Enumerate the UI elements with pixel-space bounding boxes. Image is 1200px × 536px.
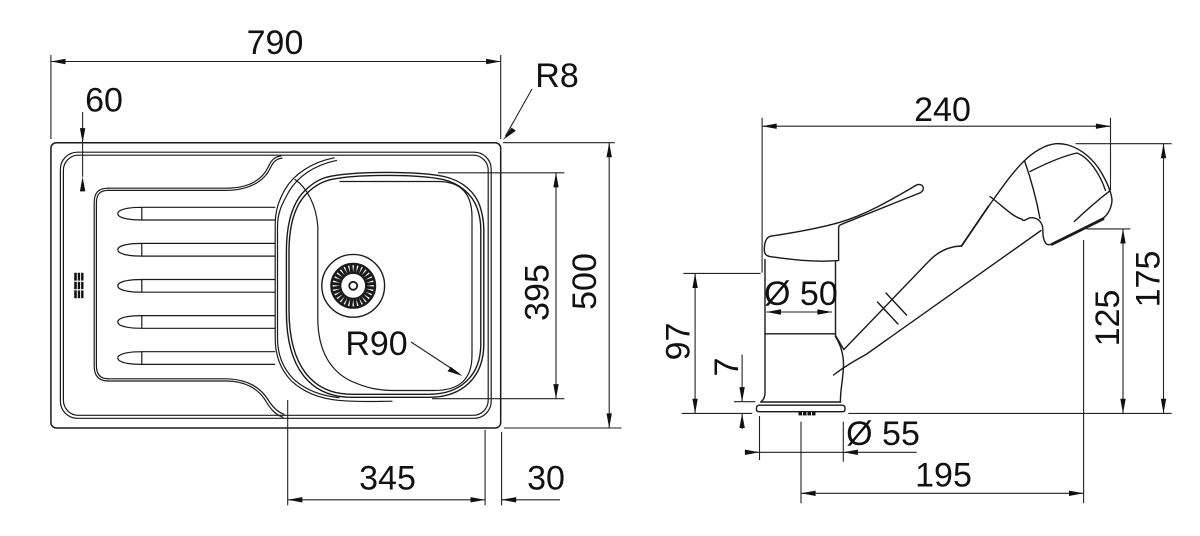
svg-text:240: 240	[914, 91, 971, 129]
svg-text:175: 175	[1129, 251, 1167, 308]
svg-text:Ø 55: Ø 55	[846, 415, 920, 453]
svg-text:500: 500	[566, 253, 604, 310]
svg-text:60: 60	[85, 82, 123, 120]
svg-text:97: 97	[660, 323, 698, 361]
svg-text:790: 790	[247, 24, 304, 62]
svg-text:345: 345	[359, 460, 416, 498]
svg-text:R8: R8	[535, 57, 578, 95]
svg-text:Ø 50: Ø 50	[764, 275, 838, 313]
svg-text:195: 195	[915, 457, 972, 495]
svg-text:30: 30	[527, 460, 565, 498]
svg-text:R90: R90	[345, 325, 407, 363]
svg-text:395: 395	[519, 264, 557, 321]
svg-text:7: 7	[708, 358, 746, 377]
svg-text:125: 125	[1089, 290, 1127, 347]
